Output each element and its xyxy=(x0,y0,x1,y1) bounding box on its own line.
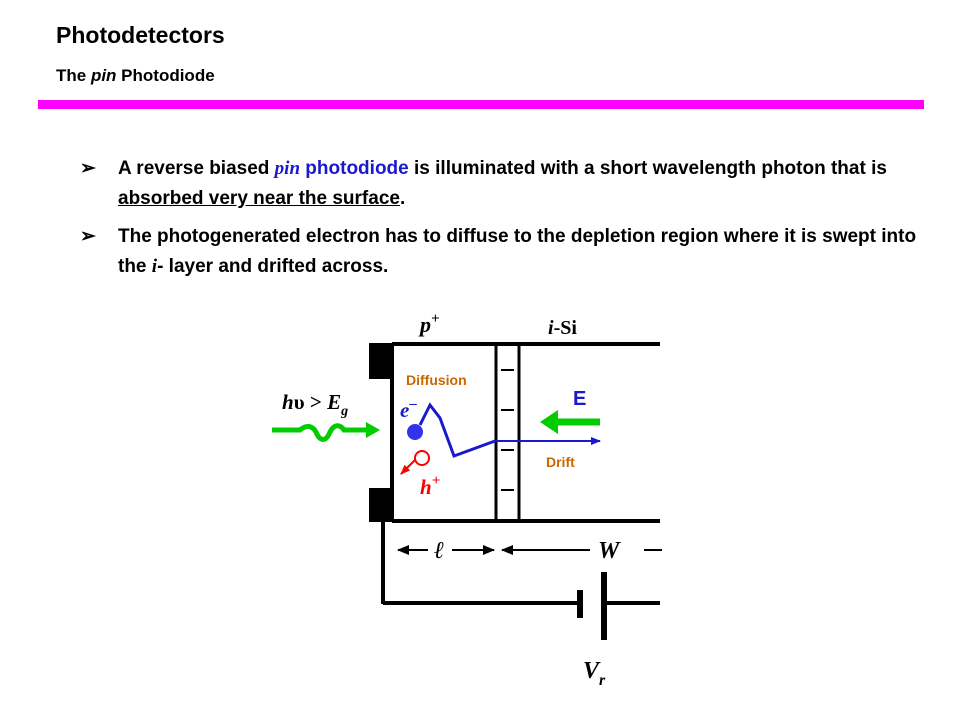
hole-arrow xyxy=(400,459,416,475)
hole-label: h+ xyxy=(420,473,440,499)
page-title: Photodetectors xyxy=(56,22,225,48)
w-label: W xyxy=(598,538,621,564)
diffusion-path xyxy=(418,402,496,458)
p-plus-label: p+ xyxy=(418,311,440,337)
device-structure xyxy=(369,342,660,523)
header-divider xyxy=(38,100,924,109)
bottom-contact xyxy=(369,488,393,522)
electron-dot xyxy=(407,424,423,440)
ell-label: ℓ xyxy=(434,538,444,564)
bullet-text: A reverse biased xyxy=(118,158,275,179)
diffusion-label: Diffusion xyxy=(406,372,467,388)
subtitle-suffix: Photodiode xyxy=(116,66,215,85)
bullet-text: - layer and drifted across. xyxy=(157,256,389,277)
drift-label: Drift xyxy=(546,454,575,470)
top-contact xyxy=(369,343,393,379)
bullet-arrow-icon: ➢ xyxy=(80,226,96,247)
photon-energy-label: hυ > Eg xyxy=(282,390,348,419)
pin-term: pin xyxy=(274,158,301,179)
subtitle-italic: pin xyxy=(90,66,117,85)
bullet-item: ➢ A reverse biased pin photodiode is ill… xyxy=(80,154,940,214)
vr-label: Vr xyxy=(583,658,606,689)
bullet-arrow-icon: ➢ xyxy=(80,158,96,179)
page-subtitle: The pin Photodiode xyxy=(56,66,215,86)
photon-wave xyxy=(272,423,368,442)
underlined-phrase: absorbed very near the surface xyxy=(118,188,400,209)
bias-circuit xyxy=(381,522,660,640)
subtitle-prefix: The xyxy=(56,66,91,85)
i-si-label: i-Si xyxy=(548,317,577,339)
i-term: i xyxy=(151,256,158,277)
bullet-text: The photogenerated electron has to diffu… xyxy=(118,226,917,277)
bullet-text: is illuminated with a short wavelength p… xyxy=(408,158,887,179)
electron-label: e– xyxy=(400,396,417,422)
photodiode-term: photodiode xyxy=(300,158,409,179)
field-arrowhead xyxy=(540,410,558,434)
bullet-text: . xyxy=(399,188,406,209)
hole-dot xyxy=(414,450,430,466)
photon-arrowhead xyxy=(366,422,380,438)
bullet-item: ➢ The photogenerated electron has to dif… xyxy=(80,222,940,282)
field-label: E xyxy=(573,388,586,410)
bullet-list: ➢ A reverse biased pin photodiode is ill… xyxy=(80,154,940,290)
